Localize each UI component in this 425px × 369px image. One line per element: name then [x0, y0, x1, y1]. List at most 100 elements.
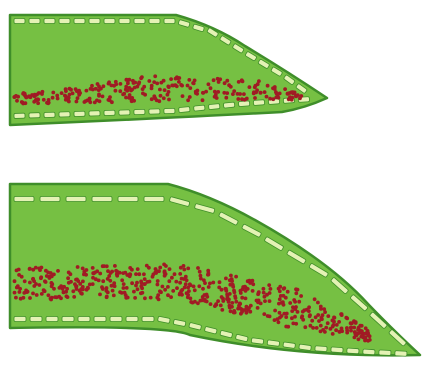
- upper-tapered-tissue-panel: [10, 15, 327, 125]
- upper-red-dot: [124, 96, 128, 100]
- upper-top-cell: [59, 19, 70, 24]
- lower-top-cell: [144, 197, 164, 202]
- lower-red-dot: [278, 297, 282, 301]
- lower-red-dot: [76, 265, 80, 269]
- lower-red-dot: [42, 288, 46, 292]
- lower-red-dot: [164, 272, 168, 276]
- lower-red-dot: [80, 292, 84, 296]
- lower-red-dot: [44, 280, 48, 284]
- upper-red-dot: [298, 96, 302, 100]
- lower-red-dot: [167, 279, 171, 283]
- upper-red-dot: [150, 97, 154, 101]
- lower-red-dot: [224, 287, 228, 291]
- lower-red-dot: [285, 312, 289, 316]
- upper-red-dot: [283, 87, 287, 91]
- lower-red-dot: [262, 312, 266, 316]
- upper-red-dot: [252, 90, 256, 94]
- lower-red-dot: [35, 293, 39, 297]
- lower-red-dot: [359, 335, 363, 339]
- lower-red-dot: [74, 278, 78, 282]
- lower-red-dot: [102, 264, 106, 268]
- lower-red-dot: [248, 279, 252, 283]
- lower-red-dot: [109, 271, 113, 275]
- upper-red-dot: [155, 98, 159, 102]
- upper-bottom-cell: [59, 112, 70, 117]
- upper-red-dot: [125, 89, 129, 93]
- lower-red-dot: [178, 293, 182, 297]
- lower-red-dot: [85, 268, 89, 272]
- upper-red-dot: [126, 81, 130, 85]
- lower-red-dot: [31, 268, 35, 272]
- lower-red-dot: [46, 271, 50, 275]
- lower-tapered-tissue-panel: [10, 184, 420, 356]
- upper-red-dot: [75, 100, 79, 104]
- upper-red-dot: [201, 98, 205, 102]
- lower-red-dot: [263, 299, 267, 303]
- upper-red-dot: [152, 80, 156, 84]
- lower-red-dot: [357, 337, 361, 341]
- lower-red-dot: [28, 281, 32, 285]
- lower-red-dot: [178, 281, 182, 285]
- lower-red-dot: [168, 267, 172, 271]
- upper-bottom-cell: [253, 100, 264, 106]
- lower-top-cell: [66, 197, 86, 202]
- lower-red-dot: [184, 275, 188, 279]
- upper-red-dot: [77, 91, 81, 95]
- upper-red-dot: [236, 97, 240, 101]
- lower-red-dot: [81, 280, 85, 284]
- lower-red-dot: [316, 301, 320, 305]
- lower-red-dot: [307, 309, 311, 313]
- lower-red-dot: [334, 328, 338, 332]
- upper-bottom-cell: [223, 102, 234, 108]
- lower-bottom-cell: [78, 317, 90, 322]
- lower-red-dot: [149, 296, 153, 300]
- lower-red-dot: [124, 296, 128, 300]
- lower-red-dot: [128, 266, 132, 270]
- upper-red-dot: [167, 98, 171, 102]
- lower-red-dot: [134, 284, 138, 288]
- lower-red-dot: [164, 264, 168, 268]
- upper-red-dot: [63, 94, 67, 98]
- lower-red-dot: [123, 271, 127, 275]
- lower-red-dot: [269, 287, 273, 291]
- lower-red-dot: [320, 317, 324, 321]
- lower-red-dot: [185, 291, 189, 295]
- lower-red-dot: [234, 275, 238, 279]
- lower-red-dot: [18, 290, 22, 294]
- upper-red-dot: [159, 94, 163, 98]
- lower-top-cell: [92, 197, 112, 202]
- upper-red-dot: [68, 87, 72, 91]
- lower-red-dot: [179, 266, 183, 270]
- lower-red-dot: [240, 296, 244, 300]
- upper-red-dot: [207, 82, 211, 86]
- lower-red-dot: [158, 289, 162, 293]
- lower-red-dot: [203, 281, 207, 285]
- lower-red-dot: [211, 281, 215, 285]
- upper-red-dot: [201, 91, 205, 95]
- upper-red-dot: [271, 97, 275, 101]
- lower-red-dot: [193, 288, 197, 292]
- upper-red-dot: [56, 97, 60, 101]
- upper-top-cell: [104, 19, 115, 24]
- lower-red-dot: [319, 307, 323, 311]
- lower-red-dot: [301, 318, 305, 322]
- lower-red-dot: [115, 270, 119, 274]
- lower-red-dot: [301, 310, 305, 314]
- upper-red-dot: [248, 85, 252, 89]
- upper-red-dot: [263, 90, 267, 94]
- lower-red-dot: [326, 321, 330, 325]
- lower-red-dot: [229, 309, 233, 313]
- lower-red-dot: [329, 327, 333, 331]
- upper-red-dot: [101, 95, 105, 99]
- lower-red-dot: [156, 279, 160, 283]
- lower-red-dot: [349, 321, 353, 325]
- upper-red-dot: [163, 88, 167, 92]
- lower-red-dot: [323, 330, 327, 334]
- upper-red-dot: [139, 76, 143, 80]
- upper-red-dot: [167, 85, 171, 89]
- upper-red-dot: [89, 87, 93, 91]
- lower-red-dot: [156, 283, 160, 287]
- lower-red-dot: [50, 275, 54, 279]
- lower-top-cell: [40, 197, 60, 202]
- lower-red-dot: [294, 291, 298, 295]
